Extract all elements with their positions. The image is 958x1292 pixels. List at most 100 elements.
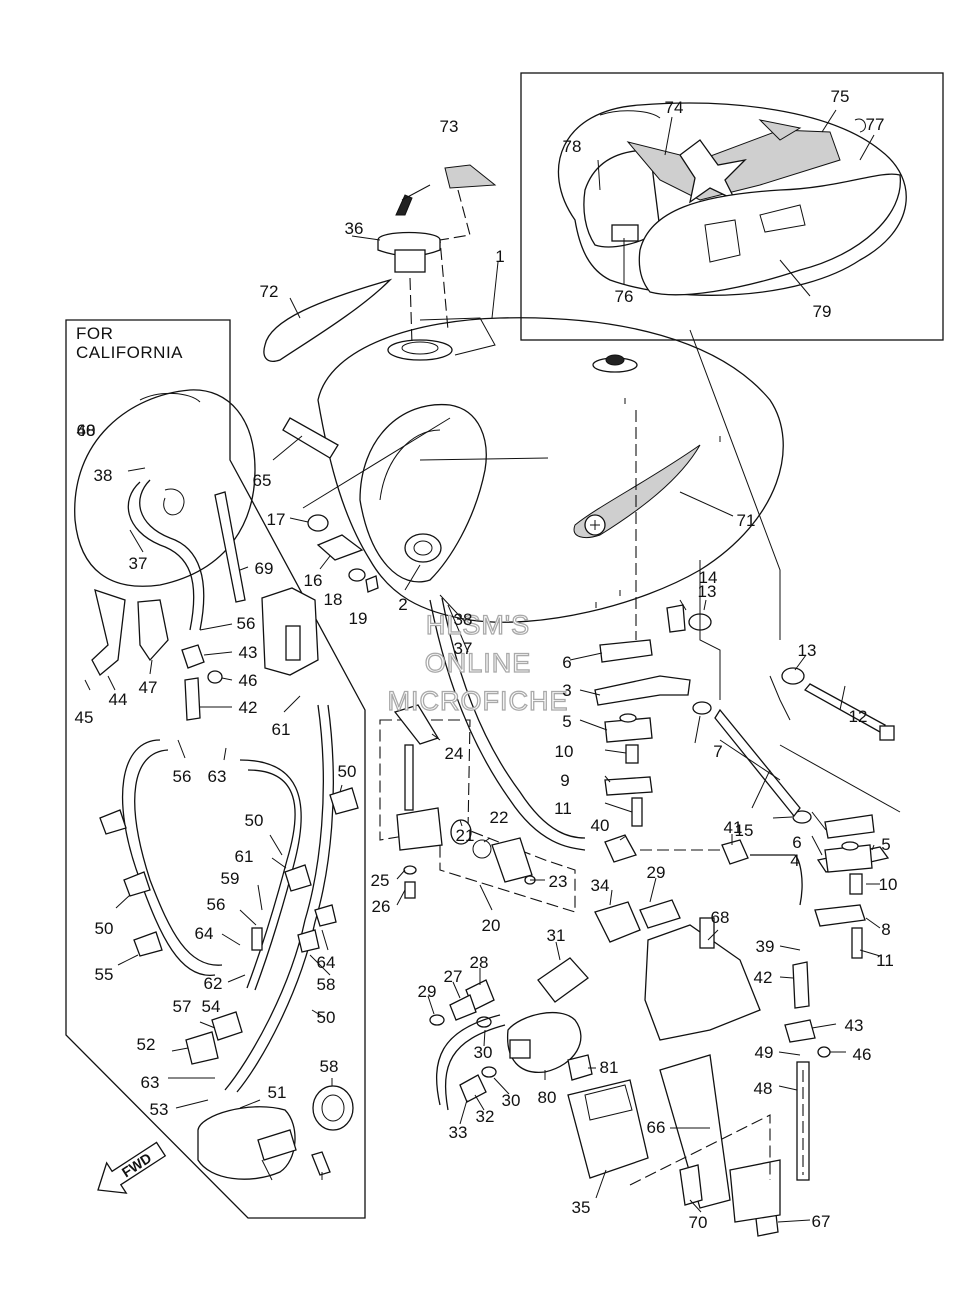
callout-55: 55 xyxy=(95,965,114,984)
callout-49: 49 xyxy=(755,1043,774,1062)
california-label-line1: FOR xyxy=(76,324,113,343)
callout-61: 61 xyxy=(235,847,254,866)
callout-10: 10 xyxy=(555,742,574,761)
callout-30: 30 xyxy=(502,1091,521,1110)
callout-54: 54 xyxy=(202,997,221,1016)
callout-10: 10 xyxy=(879,875,898,894)
callout-47: 47 xyxy=(139,678,158,697)
callout-7: 7 xyxy=(713,742,722,761)
callout-2: 2 xyxy=(398,595,407,614)
callout-27: 27 xyxy=(444,967,463,986)
callout-24: 24 xyxy=(445,744,464,763)
callout-63: 63 xyxy=(141,1073,160,1092)
callout-80: 80 xyxy=(538,1088,557,1107)
callout-81: 81 xyxy=(600,1058,619,1077)
callout-73: 73 xyxy=(440,117,459,136)
callout-19: 19 xyxy=(349,609,368,628)
callout-11: 11 xyxy=(876,951,894,970)
watermark-line2: ONLINE xyxy=(425,648,532,678)
callout-8: 8 xyxy=(881,920,890,939)
callout-43: 43 xyxy=(845,1016,864,1035)
callout-69: 69 xyxy=(255,559,274,578)
callout-37: 37 xyxy=(129,554,148,573)
callout-75: 75 xyxy=(831,87,850,106)
callout-38: 38 xyxy=(94,466,113,485)
callout-46: 46 xyxy=(239,671,258,690)
fuel-cock-assembly xyxy=(379,594,803,913)
callout-45: 45 xyxy=(75,708,94,727)
callout-11: 11 xyxy=(554,799,572,818)
callout-64: 64 xyxy=(195,924,214,943)
callout-50: 50 xyxy=(245,811,264,830)
callout-25: 25 xyxy=(371,871,390,890)
callout-42: 42 xyxy=(754,968,773,987)
callout-67: 67 xyxy=(812,1212,831,1231)
callout-13: 13 xyxy=(698,582,717,601)
callout-44: 44 xyxy=(109,690,128,709)
callout-46: 46 xyxy=(853,1045,872,1064)
callout-64: 64 xyxy=(317,953,336,972)
fwd-arrow: FWD xyxy=(97,1141,167,1194)
callout-21: 21 xyxy=(456,826,475,845)
callout-61: 61 xyxy=(272,720,291,739)
callout-60: 60 xyxy=(77,421,96,440)
callout-71: 71 xyxy=(737,511,756,530)
callout-34: 34 xyxy=(591,876,610,895)
callout-1: 1 xyxy=(495,247,504,266)
callout-35: 35 xyxy=(572,1198,591,1217)
callout-72: 72 xyxy=(260,282,279,301)
callout-28: 28 xyxy=(470,953,489,972)
callout-33: 33 xyxy=(449,1123,468,1142)
california-box xyxy=(65,319,366,1219)
callout-68: 68 xyxy=(711,908,730,927)
callout-29: 29 xyxy=(647,863,666,882)
callout-50: 50 xyxy=(338,762,357,781)
callout-3: 3 xyxy=(562,681,571,700)
callout-52: 52 xyxy=(137,1035,156,1054)
callout-6: 6 xyxy=(562,653,571,672)
callout-58: 58 xyxy=(320,1057,339,1076)
rear-mount-parts xyxy=(569,329,901,959)
fuel-pump-assembly xyxy=(427,877,846,1237)
fuel-tank xyxy=(263,164,784,623)
callout-36: 36 xyxy=(345,219,364,238)
callout-59: 59 xyxy=(221,869,240,888)
callout-14: 14 xyxy=(699,568,718,587)
callout-17: 17 xyxy=(267,510,286,529)
callout-48: 48 xyxy=(754,1079,773,1098)
callout-15: 15 xyxy=(735,821,754,840)
callout-62: 62 xyxy=(204,974,223,993)
callout-18: 18 xyxy=(324,590,343,609)
callout-6: 6 xyxy=(792,833,801,852)
callout-58: 58 xyxy=(317,975,336,994)
callout-40: 40 xyxy=(591,816,610,835)
callout-31: 31 xyxy=(547,926,566,945)
callout-20: 20 xyxy=(482,916,501,935)
callout-56: 56 xyxy=(207,895,226,914)
callout-76: 76 xyxy=(615,287,634,306)
callout-51: 51 xyxy=(268,1083,287,1102)
callout-74: 74 xyxy=(665,98,684,117)
callout-50: 50 xyxy=(317,1008,336,1027)
callout-26: 26 xyxy=(372,897,391,916)
callout-29: 29 xyxy=(418,982,437,1001)
callout-38: 38 xyxy=(454,610,473,629)
callout-5: 5 xyxy=(881,835,890,854)
inset-detail-box xyxy=(520,72,944,341)
callout-63: 63 xyxy=(208,767,227,786)
callout-13: 13 xyxy=(798,641,817,660)
callout-57: 57 xyxy=(173,997,192,1016)
callout-42: 42 xyxy=(239,698,258,717)
callout-16: 16 xyxy=(304,571,323,590)
callout-43: 43 xyxy=(239,643,258,662)
callout-22: 22 xyxy=(490,808,509,827)
callout-4: 4 xyxy=(790,851,799,870)
callout-9: 9 xyxy=(560,771,569,790)
california-label-line2: CALIFORNIA xyxy=(76,343,183,362)
callout-70: 70 xyxy=(689,1213,708,1232)
callout-79: 79 xyxy=(813,302,832,321)
callout-77: 77 xyxy=(866,115,885,134)
callout-65: 65 xyxy=(253,471,272,490)
callout-37: 37 xyxy=(454,639,473,658)
